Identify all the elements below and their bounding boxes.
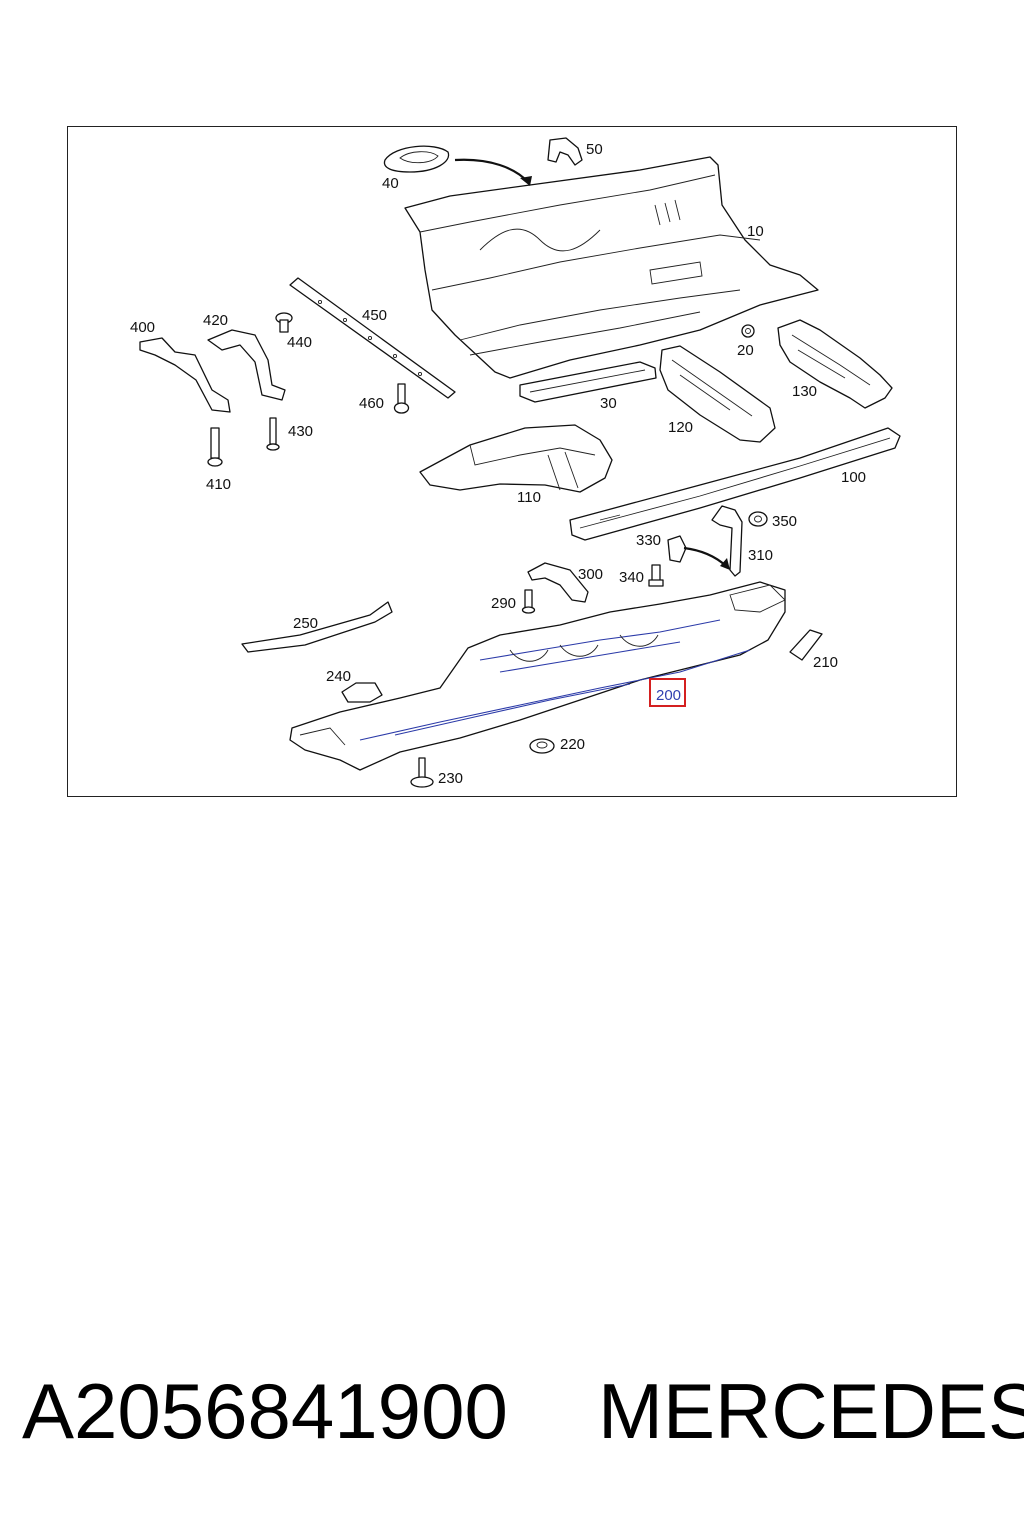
- callout-290: 290: [491, 595, 516, 612]
- callout-340: 340: [619, 569, 644, 586]
- callout-40: 40: [382, 175, 399, 192]
- callout-50: 50: [586, 141, 603, 158]
- callout-30: 30: [600, 395, 617, 412]
- callout-410: 410: [206, 476, 231, 493]
- callout-450: 450: [362, 307, 387, 324]
- callout-420: 420: [203, 312, 228, 329]
- callout-460: 460: [359, 395, 384, 412]
- callout-300: 300: [578, 566, 603, 583]
- part-30-crossmember: [519, 361, 657, 403]
- callout-230: 230: [438, 770, 463, 787]
- part-340-bolt: [648, 564, 664, 587]
- callout-20: 20: [737, 342, 754, 359]
- callout-310: 310: [748, 547, 773, 564]
- part-120-reinforcement: [659, 345, 776, 443]
- callout-200: 200: [656, 687, 681, 704]
- part-250-strip: [241, 601, 393, 653]
- callout-330: 330: [636, 532, 661, 549]
- callout-440: 440: [287, 334, 312, 351]
- arrow-330-to-310: [683, 546, 727, 567]
- callout-350: 350: [772, 513, 797, 530]
- callout-120: 120: [668, 419, 693, 436]
- part-290-bolt: [521, 589, 536, 614]
- part-10-floor-pan: [404, 156, 819, 379]
- callout-130: 130: [792, 383, 817, 400]
- part-220-nut: [529, 738, 555, 754]
- part-430-screw: [266, 417, 280, 451]
- part-460-bolt: [393, 383, 410, 414]
- callout-210: 210: [813, 654, 838, 671]
- callout-100: 100: [841, 469, 866, 486]
- arrow-40-to-10: [454, 158, 529, 183]
- part-400-bracket: [139, 337, 231, 413]
- part-20-nut: [741, 324, 755, 338]
- part-130-member: [777, 319, 893, 409]
- part-410-bolt: [207, 427, 223, 467]
- callout-250: 250: [293, 615, 318, 632]
- part-310-rod: [711, 505, 743, 577]
- part-40-grommet: [383, 145, 450, 173]
- callout-400: 400: [130, 319, 155, 336]
- part-240-clip: [341, 682, 383, 703]
- callout-240: 240: [326, 668, 351, 685]
- part-420-bracket: [207, 329, 286, 401]
- part-300-bracket: [527, 562, 589, 603]
- callout-110: 110: [517, 489, 541, 506]
- arrow-head-330: [720, 558, 730, 570]
- part-200-underbody-panel: [289, 581, 786, 771]
- highlight-box-200: [649, 678, 686, 707]
- brand-caption: MERCEDES: [598, 1367, 1024, 1455]
- part-210-pad: [789, 629, 823, 661]
- part-350-clip: [748, 511, 768, 527]
- callout-10: 10: [747, 223, 764, 240]
- part-230-screw: [410, 757, 434, 788]
- part-450-strip: [289, 277, 456, 399]
- part-50-bracket: [547, 137, 583, 166]
- callout-220: 220: [560, 736, 585, 753]
- part-100-sill: [569, 427, 901, 541]
- arrow-head-40: [520, 176, 532, 186]
- part-110-tunnel: [419, 424, 613, 493]
- callout-430: 430: [288, 423, 313, 440]
- part-number-caption: A2056841900: [22, 1367, 508, 1455]
- part-440-bolt: [275, 312, 293, 333]
- part-330-bracket: [667, 535, 687, 563]
